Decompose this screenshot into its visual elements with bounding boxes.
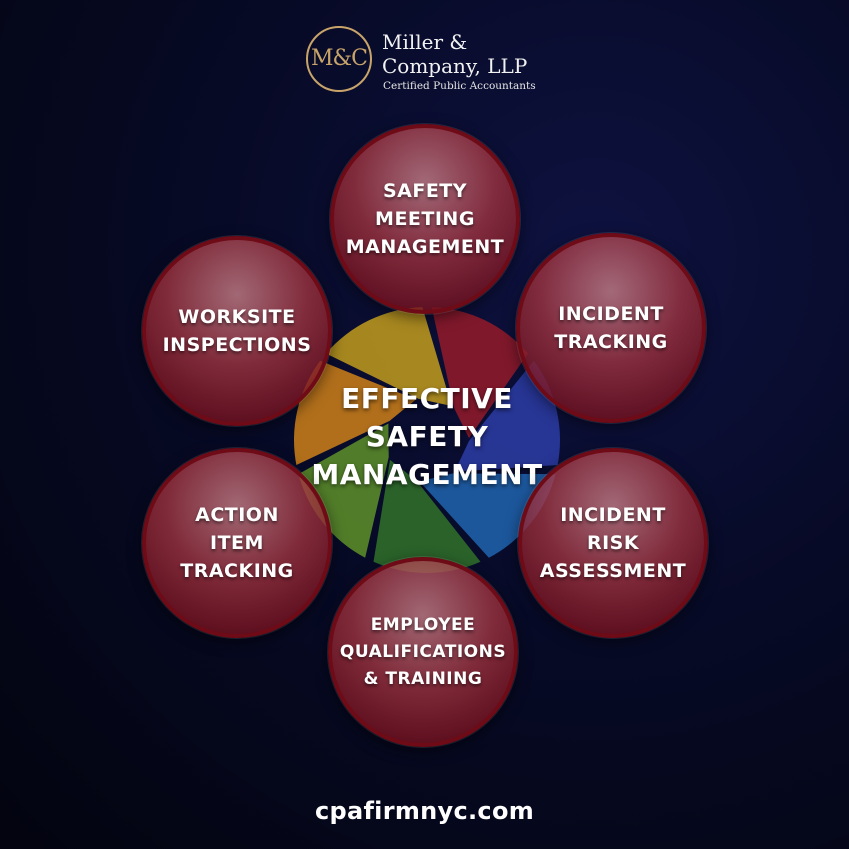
bubble-label: INCIDENT TRACKING	[554, 303, 668, 353]
wheel-segment	[325, 307, 452, 407]
wheel-segment	[373, 459, 481, 573]
logo-subtitle: Certified Public Accountants	[383, 80, 536, 92]
bubble-label: SAFETY MEETING MANAGEMENT	[345, 180, 505, 258]
bubble-label: ACTION ITEM TRACKING	[180, 504, 294, 582]
bubble-safety-meeting-management: SAFETY MEETING MANAGEMENT	[330, 124, 520, 314]
bubble-label: WORKSITE INSPECTIONS	[162, 306, 312, 356]
bubble-worksite-inspections: WORKSITE INSPECTIONS	[142, 236, 332, 426]
logo-name-line1: Miller &	[382, 30, 468, 54]
center-title: EFFECTIVE SAFETY MANAGEMENT	[311, 382, 543, 491]
wheel-segment	[454, 360, 560, 472]
bubble-incident-risk-assessment: INCIDENT RISK ASSESSMENT	[518, 448, 708, 638]
logo: M&C Miller & Company, LLP Certified Publ…	[306, 26, 566, 96]
bubble-action-item-tracking: ACTION ITEM TRACKING	[142, 448, 332, 638]
wheel-segment	[294, 360, 416, 466]
logo-name-line2: Company, LLP	[382, 54, 528, 78]
bubble-incident-tracking: INCIDENT TRACKING	[516, 233, 706, 423]
bubble-label: INCIDENT RISK ASSESSMENT	[539, 504, 687, 582]
wheel-segment	[431, 307, 529, 439]
bubble-label: EMPLOYEE QUALIFICATIONS & TRAINING	[339, 614, 507, 689]
wheel-segment	[419, 473, 556, 558]
footer-url: cpafirmnyc.com	[314, 797, 535, 825]
logo-monogram: M&C	[306, 26, 372, 92]
bubble-employee-qualifications-training: EMPLOYEE QUALIFICATIONS & TRAINING	[328, 557, 518, 747]
wheel-segment	[298, 423, 389, 558]
